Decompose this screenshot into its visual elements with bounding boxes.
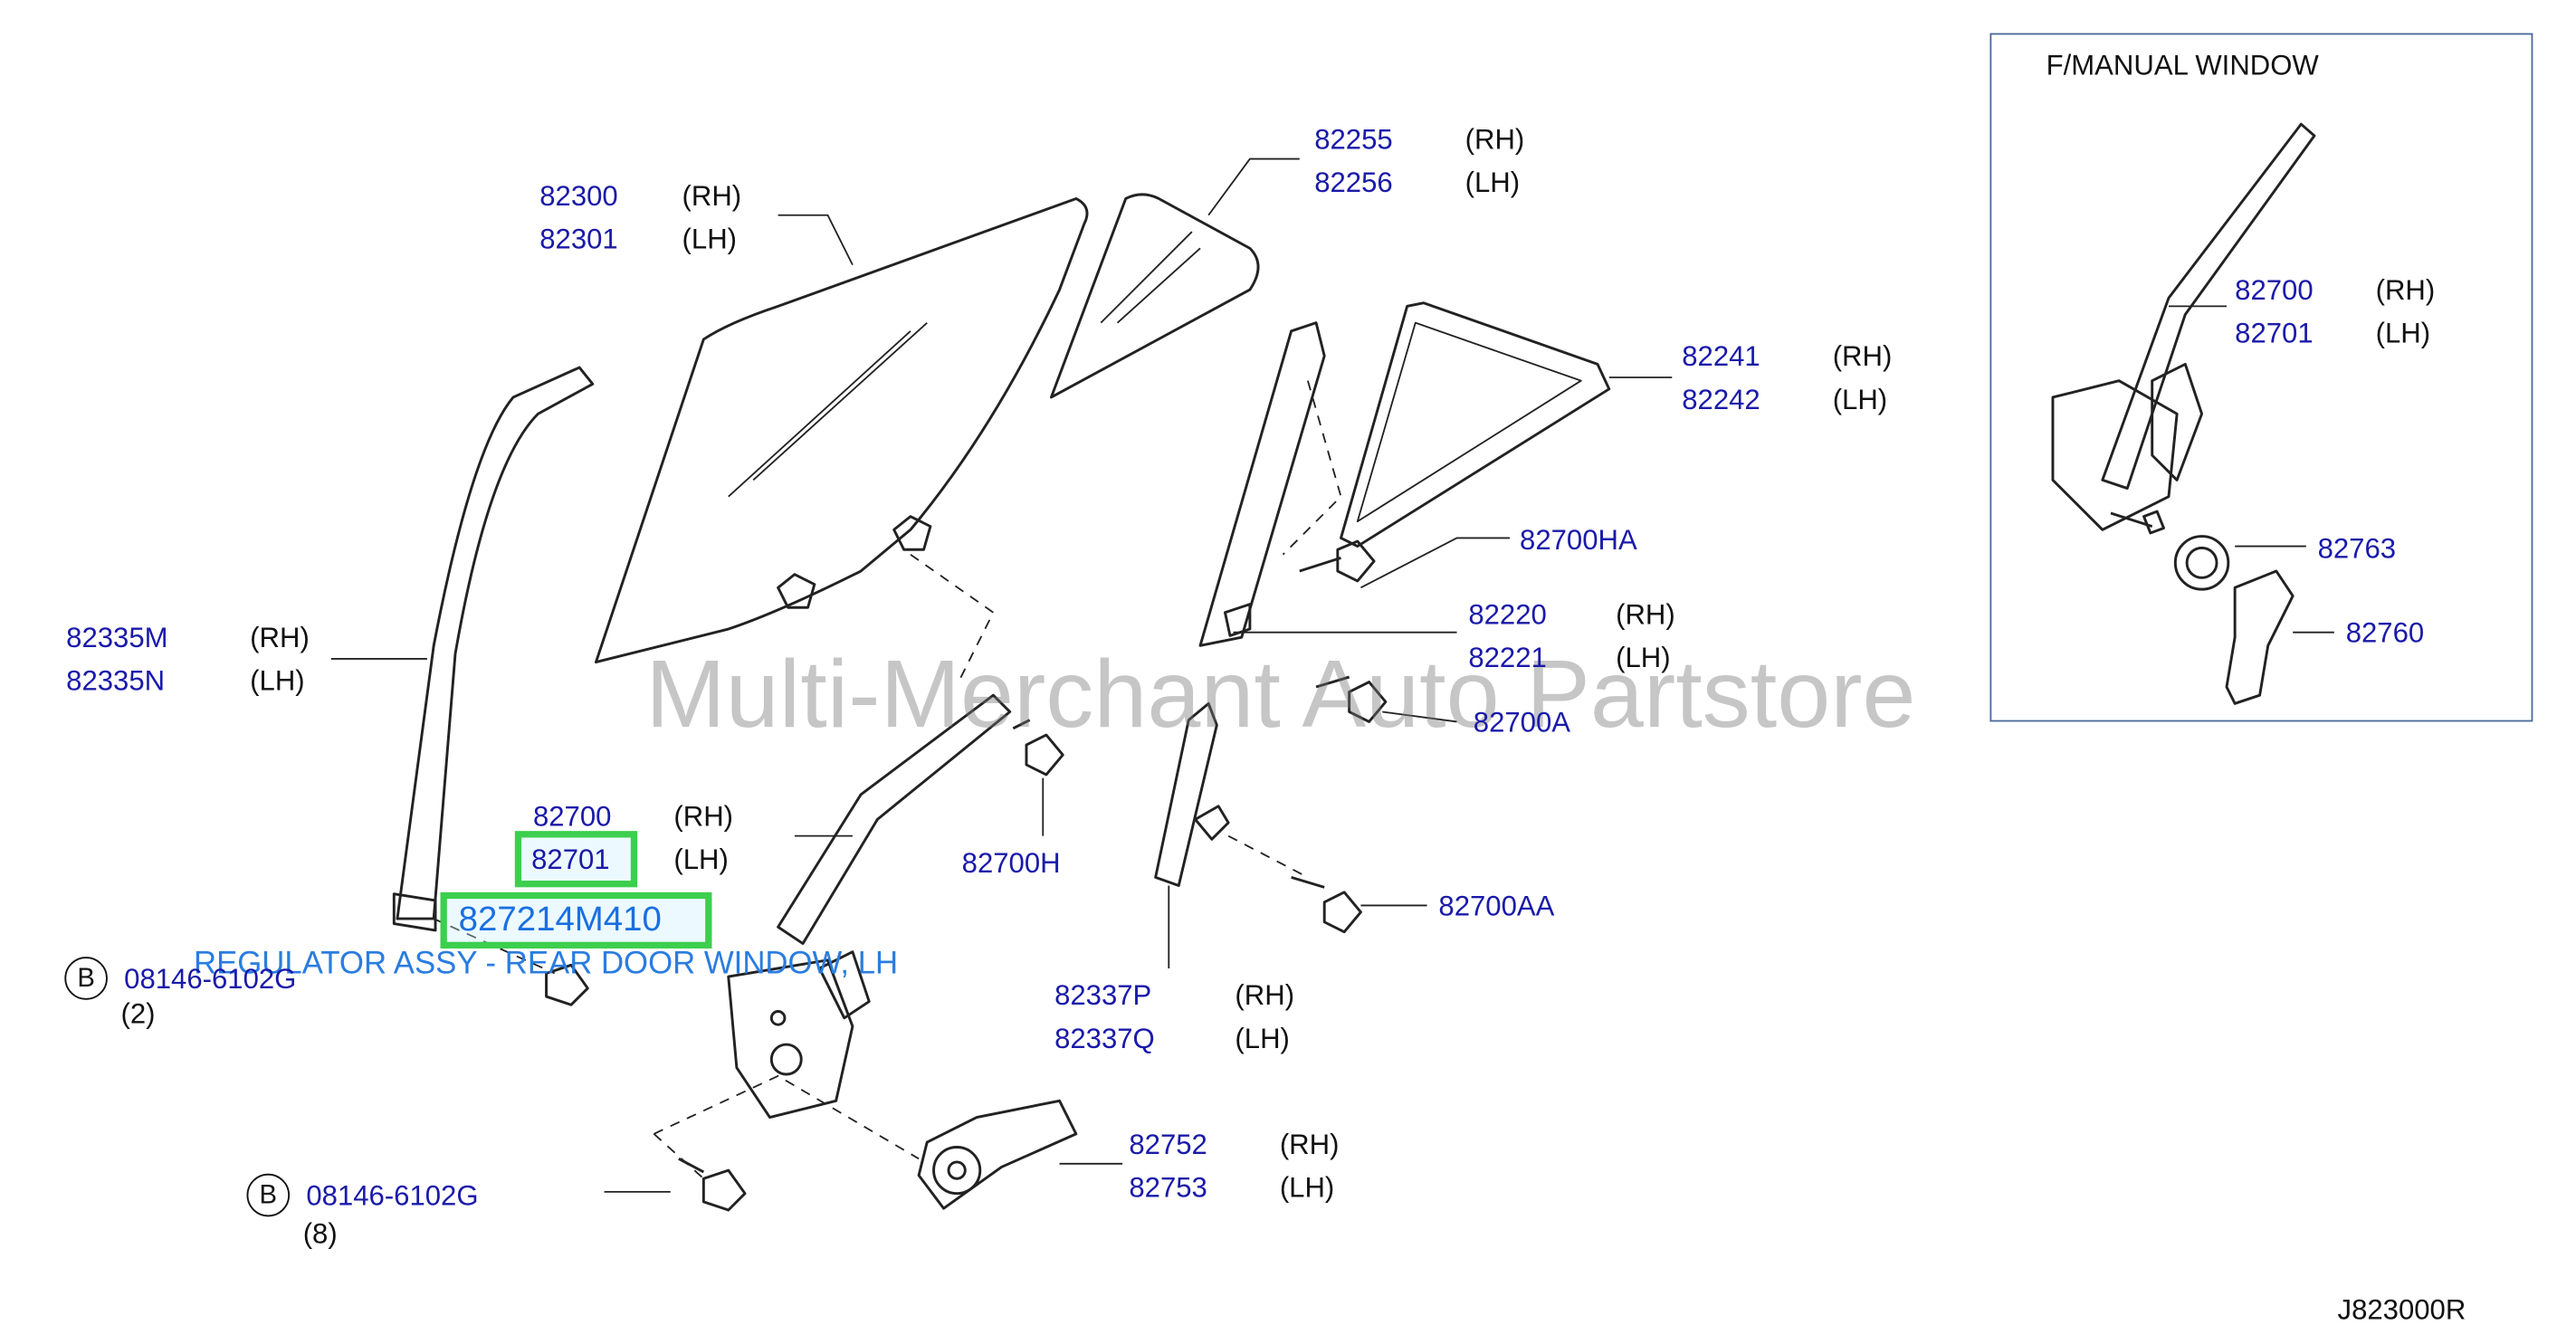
callout-82335N-side: (LH) bbox=[250, 665, 305, 698]
callout-82700H-number[interactable]: 82700H bbox=[961, 847, 1061, 880]
callout-82752-number[interactable]: 82752 bbox=[1129, 1129, 1207, 1161]
inset-callout-82760-number[interactable]: 82760 bbox=[2345, 617, 2425, 649]
door-glass bbox=[594, 197, 1089, 664]
inset-callout-82700-number[interactable]: 82700 bbox=[2235, 274, 2314, 307]
watermark: Multi-Merchant Auto Partstore bbox=[645, 640, 1916, 748]
inset-callout-82700-side: (RH) bbox=[2375, 274, 2436, 307]
diagram-code: J823000R bbox=[2337, 1294, 2466, 1327]
division-sash bbox=[1198, 321, 1326, 647]
callout-82220-side: (RH) bbox=[1616, 599, 1675, 631]
callout-82301-side: (LH) bbox=[682, 223, 738, 255]
highlight-part-number[interactable]: 827214M410 bbox=[458, 900, 662, 939]
callout-82700-number[interactable]: 82700 bbox=[532, 801, 612, 833]
rear-sash bbox=[1154, 701, 1218, 887]
run-channel bbox=[396, 366, 595, 920]
callout-82241-side: (RH) bbox=[1832, 340, 1893, 373]
bolt-2-quantity: (8) bbox=[302, 1218, 338, 1250]
callout-82337P-number[interactable]: 82337P bbox=[1054, 979, 1152, 1012]
inset-title: F/MANUAL WINDOW bbox=[2046, 49, 2319, 81]
callout-82221-number[interactable]: 82221 bbox=[1468, 642, 1547, 674]
callout-82300-side: (RH) bbox=[682, 180, 742, 213]
callout-82221-side: (LH) bbox=[1616, 642, 1671, 674]
callout-82242-number[interactable]: 82242 bbox=[1682, 384, 1760, 416]
partition-glass bbox=[1340, 301, 1611, 548]
bolt-1-number[interactable]: 08146-6102G bbox=[124, 963, 297, 996]
callout-82337Q-side: (LH) bbox=[1235, 1023, 1290, 1055]
inset-callout-82701-side: (LH) bbox=[2375, 318, 2431, 349]
callout-82701-side: (LH) bbox=[673, 844, 729, 876]
vent-glass bbox=[1049, 193, 1260, 399]
callout-82300-number[interactable]: 82300 bbox=[539, 180, 618, 213]
callout-82753-side: (LH) bbox=[1279, 1171, 1335, 1204]
highlight-box-part-number bbox=[440, 891, 712, 949]
callout-82700AA-number[interactable]: 82700AA bbox=[1438, 891, 1555, 922]
inset-callout-82763-number[interactable]: 82763 bbox=[2317, 532, 2397, 565]
callout-82701-number[interactable]: 82701 bbox=[531, 844, 610, 876]
bolt-1-badge: B bbox=[64, 957, 108, 1000]
callout-82335M-number[interactable]: 82335M bbox=[66, 622, 168, 654]
callout-82753-number[interactable]: 82753 bbox=[1129, 1171, 1207, 1204]
bolt-2-badge: B bbox=[246, 1173, 291, 1217]
callout-82241-number[interactable]: 82241 bbox=[1682, 340, 1760, 373]
highlight-box-82701 bbox=[514, 831, 638, 888]
callout-82256-side: (LH) bbox=[1465, 167, 1521, 199]
inset-frame bbox=[1989, 33, 2533, 722]
callout-82700HA-number[interactable]: 82700HA bbox=[1520, 524, 1637, 557]
regulator bbox=[777, 693, 1012, 945]
callout-82335N-number[interactable]: 82335N bbox=[66, 665, 166, 698]
callout-82335M-side: (RH) bbox=[250, 622, 310, 654]
bolt-1-quantity: (2) bbox=[120, 997, 156, 1030]
highlight-part-description: REGULATOR ASSY - REAR DOOR WINDOW, LH bbox=[193, 947, 899, 982]
inset-regulator bbox=[2101, 122, 2316, 491]
callout-82256-number[interactable]: 82256 bbox=[1314, 167, 1393, 199]
callout-82255-side: (RH) bbox=[1465, 124, 1525, 156]
callout-82220-number[interactable]: 82220 bbox=[1468, 599, 1547, 631]
bolt-2-number[interactable]: 08146-6102G bbox=[306, 1180, 479, 1212]
inset-callout-82701-number[interactable]: 82701 bbox=[2235, 318, 2314, 349]
inset-crank-handle bbox=[2225, 569, 2295, 705]
window-motor bbox=[917, 1099, 1078, 1210]
callout-82242-side: (LH) bbox=[1832, 384, 1888, 416]
callout-82337P-side: (RH) bbox=[1235, 979, 1295, 1012]
callout-82301-number[interactable]: 82301 bbox=[539, 223, 618, 255]
callout-82255-number[interactable]: 82255 bbox=[1314, 124, 1393, 156]
callout-82752-side: (RH) bbox=[1279, 1129, 1340, 1161]
callout-82337Q-number[interactable]: 82337Q bbox=[1054, 1023, 1155, 1055]
callout-82700A-number[interactable]: 82700A bbox=[1473, 706, 1571, 739]
callout-82700-side: (RH) bbox=[673, 801, 734, 833]
